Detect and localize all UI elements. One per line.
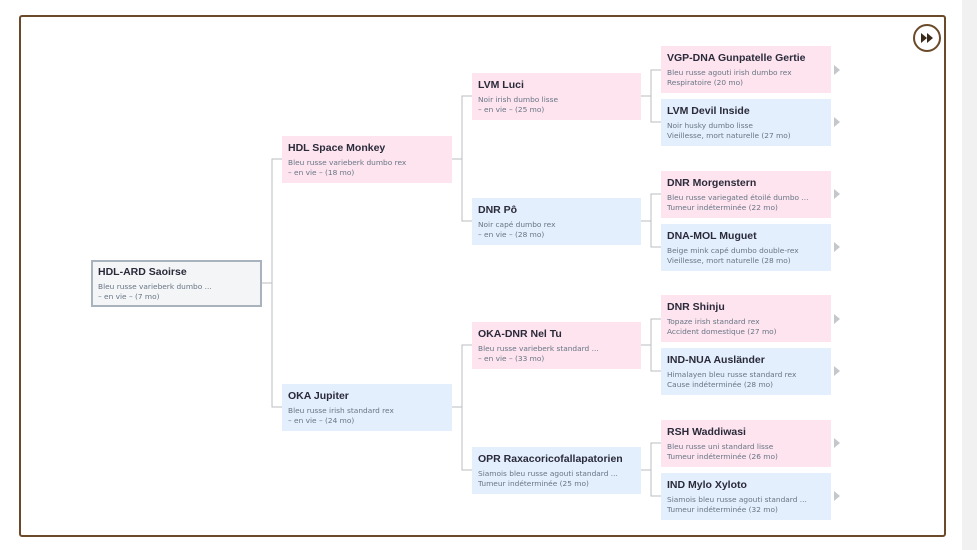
rat-status: Tumeur indéterminée (22 mo) [667,203,778,212]
rat-name: LVM Devil Inside [667,105,750,117]
chevron-right-icon[interactable] [834,314,840,324]
rat-description: Himalayen bleu russe standard rex [667,370,797,379]
rat-status: Accident domestique (27 mo) [667,327,777,336]
rat-description: Bleu russe agouti irish dumbo rex [667,68,792,77]
rat-description: Noir capé dumbo rex [478,220,556,229]
rat-name: IND Mylo Xyloto [667,479,747,491]
rat-description: Beige mink capé dumbo double-rex [667,246,799,255]
rat-description: Bleu russe variegated étoilé dumbo ... [667,193,809,202]
chevron-right-icon[interactable] [834,189,840,199]
pedigree-card-grandparent[interactable]: DNR Pô Noir capé dumbo rex – en vie – (2… [472,198,641,245]
rat-name: VGP-DNA Gunpatelle Gertie [667,52,806,64]
rat-description: Bleu russe varieberk dumbo ... [98,282,212,291]
fast-forward-icon [921,33,933,43]
rat-name: DNR Shinju [667,301,725,313]
pedigree-card-sire[interactable]: HDL Space Monkey Bleu russe varieberk du… [282,136,452,183]
pedigree-card-grandparent[interactable]: OKA-DNR Nel Tu Bleu russe varieberk stan… [472,322,641,369]
rat-status: – en vie – (7 mo) [98,292,160,301]
rat-name: LVM Luci [478,79,524,91]
rat-description: Noir irish dumbo lisse [478,95,559,104]
rat-status: – en vie – (33 mo) [478,354,545,363]
rat-name: HDL-ARD Saoirse [98,266,187,278]
rat-status: – en vie – (28 mo) [478,230,545,239]
pedigree-card-dam[interactable]: OKA Jupiter Bleu russe irish standard re… [282,384,452,431]
rat-name: RSH Waddiwasi [667,426,746,438]
rat-name: OKA-DNR Nel Tu [478,328,562,340]
rat-name: DNA-MOL Muguet [667,230,757,242]
pedigree-card-grandparent[interactable]: OPR Raxacoricofallapatorien Siamois bleu… [472,447,641,494]
rat-description: Bleu russe uni standard lisse [667,442,774,451]
rat-description: Topaze irish standard rex [667,317,760,326]
rat-name: DNR Pô [478,204,518,216]
rat-name: OPR Raxacoricofallapatorien [478,453,623,465]
rat-name: OKA Jupiter [288,390,349,402]
rat-status: Tumeur indéterminée (25 mo) [478,479,589,488]
pedigree-card-great-grandparent[interactable]: DNR Shinju Topaze irish standard rex Acc… [661,295,831,342]
chevron-right-icon[interactable] [834,117,840,127]
page-scrollbar[interactable] [962,0,977,550]
pedigree-card-great-grandparent[interactable]: LVM Devil Inside Noir husky dumbo lisse … [661,99,831,146]
chevron-right-icon[interactable] [834,242,840,252]
chevron-right-icon[interactable] [834,491,840,501]
rat-name: IND-NUA Ausländer [667,354,765,366]
rat-status: – en vie – (18 mo) [288,168,355,177]
pedigree-card-great-grandparent[interactable]: IND-NUA Ausländer Himalayen bleu russe s… [661,348,831,395]
pedigree-root-card[interactable]: HDL-ARD Saoirse Bleu russe varieberk dum… [91,260,262,307]
rat-description: Siamois bleu russe agouti standard ... [478,469,618,478]
rat-status: Tumeur indéterminée (26 mo) [667,452,778,461]
pedigree-card-great-grandparent[interactable]: RSH Waddiwasi Bleu russe uni standard li… [661,420,831,467]
pedigree-card-grandparent[interactable]: LVM Luci Noir irish dumbo lisse – en vie… [472,73,641,120]
rat-status: Tumeur indéterminée (32 mo) [667,505,778,514]
rat-status: Vieillesse, mort naturelle (28 mo) [667,256,791,265]
rat-description: Bleu russe irish standard rex [288,406,394,415]
rat-status: Cause indéterminée (28 mo) [667,380,774,389]
expand-generations-button[interactable] [913,24,941,52]
rat-status: Vieillesse, mort naturelle (27 mo) [667,131,791,140]
rat-description: Siamois bleu russe agouti standard ... [667,495,807,504]
pedigree-card-great-grandparent[interactable]: DNA-MOL Muguet Beige mink capé dumbo dou… [661,224,831,271]
pedigree-card-great-grandparent[interactable]: VGP-DNA Gunpatelle Gertie Bleu russe ago… [661,46,831,93]
rat-description: Bleu russe varieberk standard ... [478,344,599,353]
rat-name: HDL Space Monkey [288,142,386,154]
rat-status: – en vie – (25 mo) [478,105,545,114]
pedigree-card-great-grandparent[interactable]: IND Mylo Xyloto Siamois bleu russe agout… [661,473,831,520]
rat-status: – en vie – (24 mo) [288,416,355,425]
chevron-right-icon[interactable] [834,366,840,376]
rat-description: Bleu russe varieberk dumbo rex [288,158,407,167]
rat-description: Noir husky dumbo lisse [667,121,753,130]
chevron-right-icon[interactable] [834,438,840,448]
chevron-right-icon[interactable] [834,65,840,75]
pedigree-card-great-grandparent[interactable]: DNR Morgenstern Bleu russe variegated ét… [661,171,831,218]
rat-status: Respiratoire (20 mo) [667,78,743,87]
rat-name: DNR Morgenstern [667,177,757,189]
